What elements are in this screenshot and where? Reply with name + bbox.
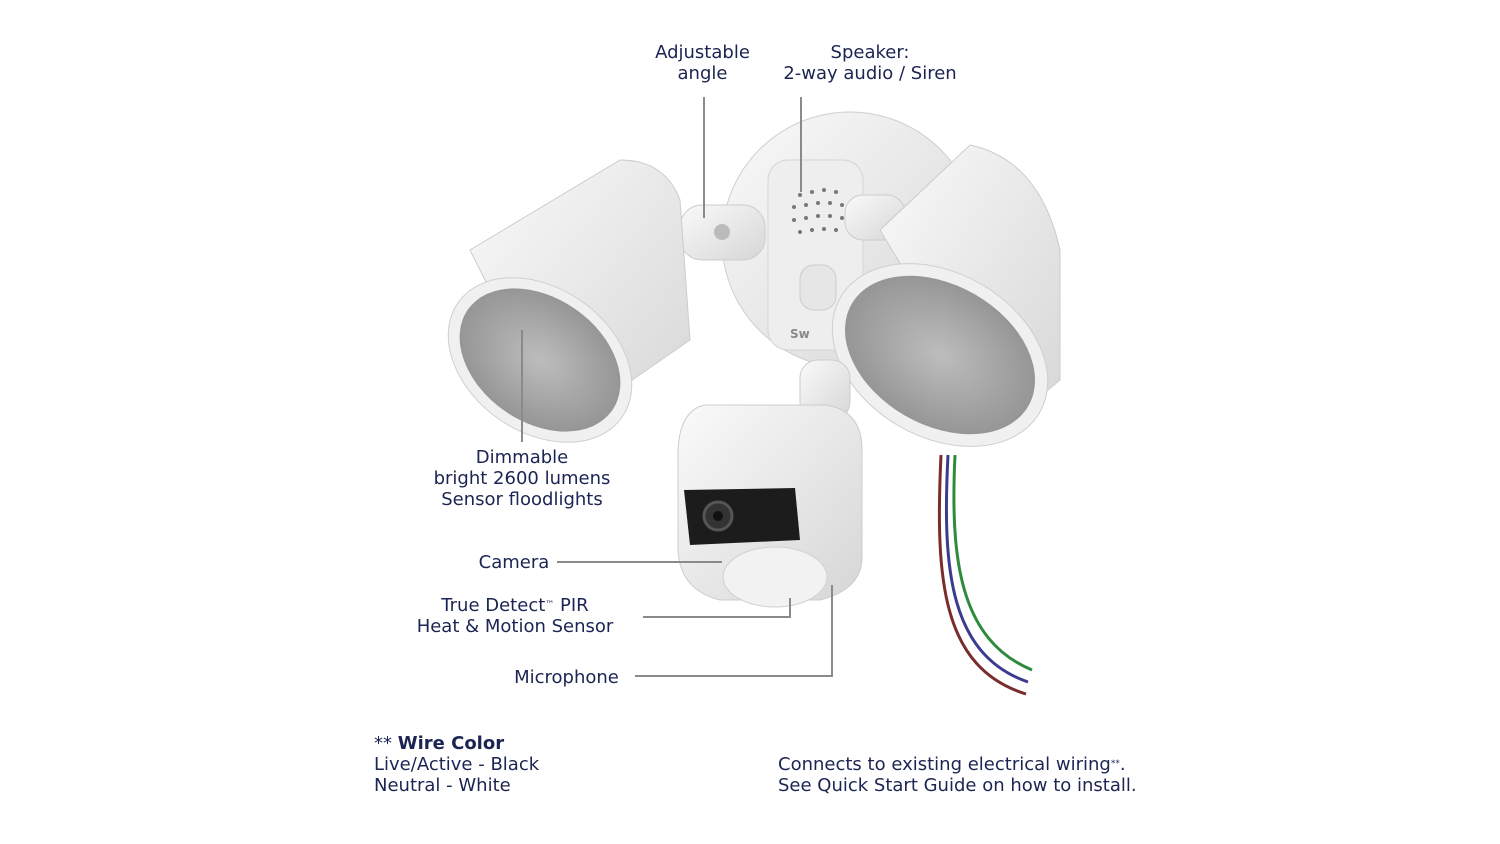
pir-sensor: [722, 546, 828, 608]
label-line: 2-way audio / Siren: [783, 63, 957, 84]
asterisks: **: [374, 733, 398, 754]
wire-note-heading: Wire Color: [397, 733, 505, 754]
pir-name: True Detect: [441, 595, 546, 616]
install-note-line: See Quick Start Guide on how to install.: [778, 775, 1137, 796]
label-speaker: Speaker: 2-way audio / Siren: [770, 42, 970, 84]
period: .: [1119, 754, 1126, 775]
wire-color-note: ** Wire Color Live/Active - Black Neutra…: [374, 733, 539, 796]
install-note: Connects to existing electrical wiring**…: [778, 754, 1137, 796]
label-line: angle: [677, 63, 728, 84]
brand-logo: Sw: [790, 327, 810, 341]
trademark: ™: [545, 600, 555, 610]
label-pir: True Detect™ PIR Heat & Motion Sensor: [410, 595, 620, 637]
label-line: Adjustable: [655, 42, 750, 63]
asterisks: **: [1110, 759, 1120, 769]
install-text: Connects to existing electrical wiring: [778, 754, 1111, 775]
label-line: bright 2600 lumens: [433, 468, 611, 489]
label-line: True Detect™ PIR: [410, 595, 620, 616]
speaker-grille: [792, 188, 844, 234]
label-line: Sensor floodlights: [441, 489, 603, 510]
label-line: Dimmable: [475, 447, 569, 468]
label-microphone: Microphone: [514, 667, 619, 688]
pir-suffix: PIR: [554, 595, 589, 616]
left-floodlight: [447, 159, 691, 443]
wire-note-title: ** Wire Color: [374, 733, 539, 754]
label-line: Heat & Motion Sensor: [416, 616, 614, 637]
label-line: Speaker:: [830, 42, 910, 63]
label-adjustable-angle: Adjustable angle: [640, 42, 765, 84]
wire-note-line: Live/Active - Black: [374, 754, 540, 775]
install-note-line: Connects to existing electrical wiring**…: [778, 754, 1137, 775]
leader-lines: [521, 97, 833, 677]
camera-unit: [677, 359, 863, 608]
right-floodlight: [831, 144, 1061, 447]
wires: [937, 454, 1033, 696]
wire-note-line: Neutral - White: [374, 775, 511, 796]
label-camera: Camera: [478, 552, 550, 573]
label-floodlights: Dimmable bright 2600 lumens Sensor flood…: [420, 447, 624, 510]
